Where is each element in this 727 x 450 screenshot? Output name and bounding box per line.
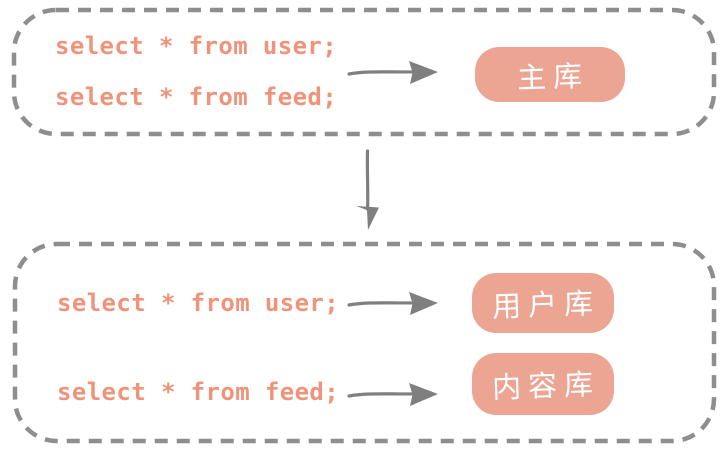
user-db-node: 用户库	[472, 273, 614, 333]
down-arrow-icon	[356, 149, 379, 230]
sql-query-user-top: select * from user;	[55, 32, 338, 60]
bottom-group-dashed-border	[12, 241, 717, 444]
right-arrow-icon	[347, 292, 438, 315]
content-db-node: 内容库	[472, 353, 614, 415]
main-db-node: 主库	[475, 47, 625, 102]
main-db-label: 主库	[516, 58, 591, 95]
sql-query-feed-top: select * from feed;	[55, 83, 338, 111]
sql-query-user-bottom: select * from user;	[57, 289, 340, 317]
sql-query-feed-bottom: select * from feed;	[57, 378, 340, 406]
right-arrow-icon	[347, 383, 438, 406]
content-db-label: 内容库	[491, 367, 602, 405]
right-arrow-icon	[347, 61, 438, 84]
user-db-label: 用户库	[491, 286, 602, 324]
